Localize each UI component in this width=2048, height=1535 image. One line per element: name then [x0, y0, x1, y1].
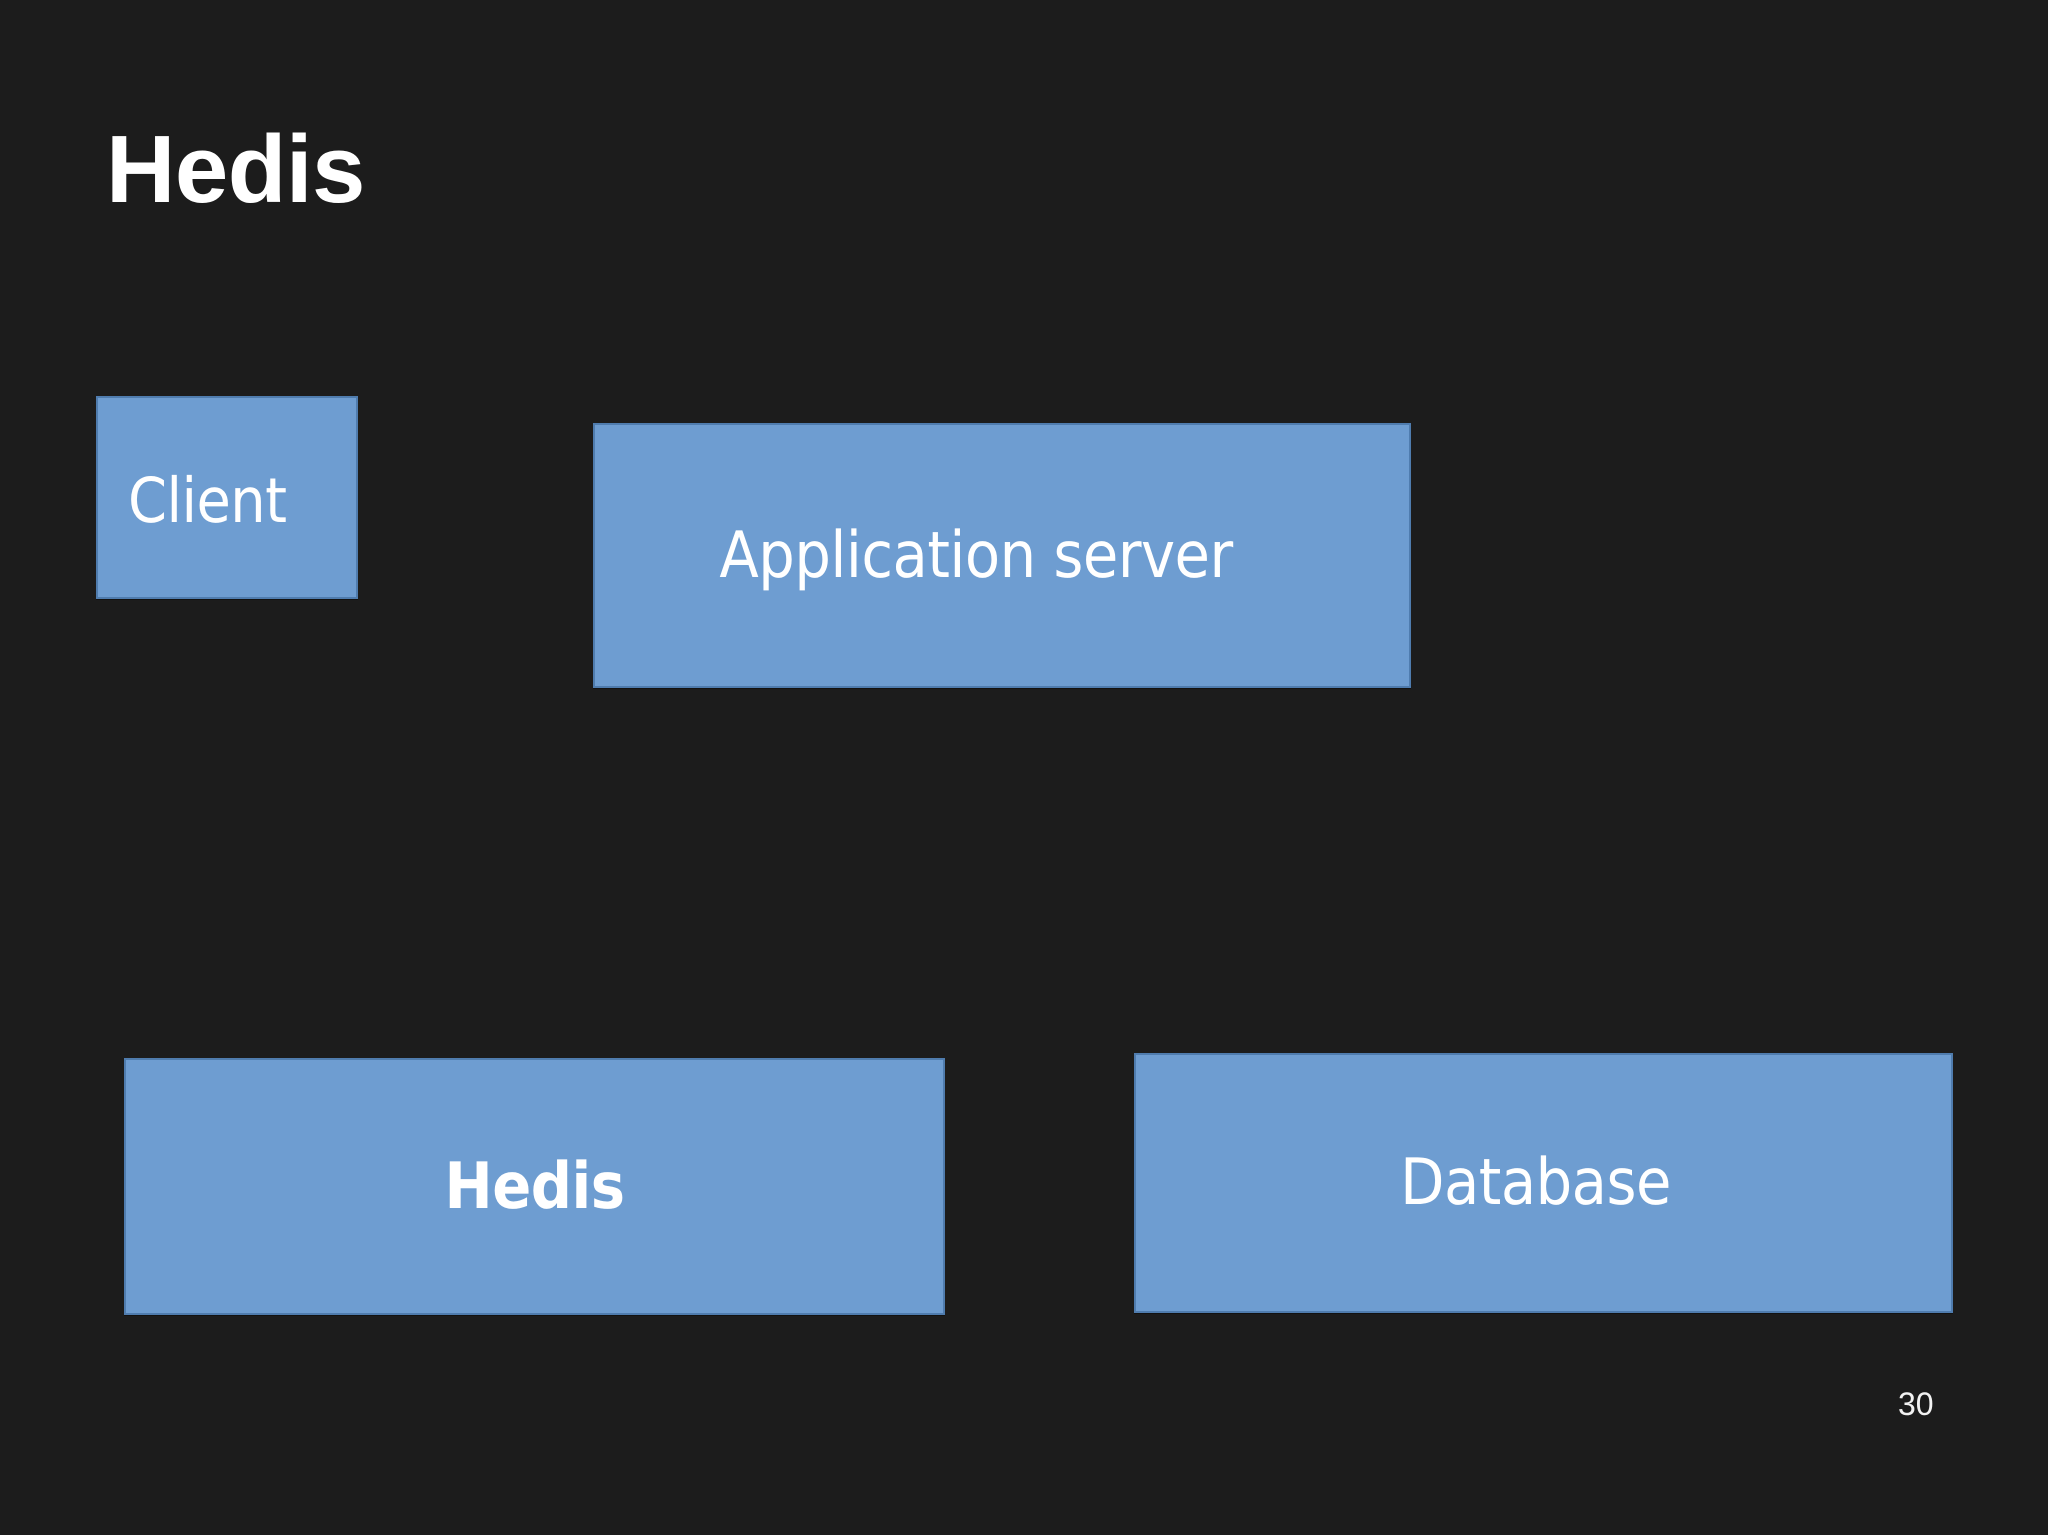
diagram-box-client[interactable]: Client [96, 396, 358, 599]
diagram-box-client-label: Client [128, 464, 287, 537]
page-title: Hedis [106, 116, 365, 223]
diagram-box-hedis-label: Hedis [444, 1149, 625, 1224]
diagram-box-database[interactable]: Database [1134, 1053, 1953, 1313]
diagram-box-application-server[interactable]: Application server [593, 423, 1411, 688]
diagram-box-database-label: Database [1400, 1146, 1671, 1220]
diagram-box-hedis[interactable]: Hedis [124, 1058, 945, 1315]
page-number: 30 [1898, 1386, 1934, 1422]
diagram-box-application-server-label: Application server [719, 518, 1233, 593]
